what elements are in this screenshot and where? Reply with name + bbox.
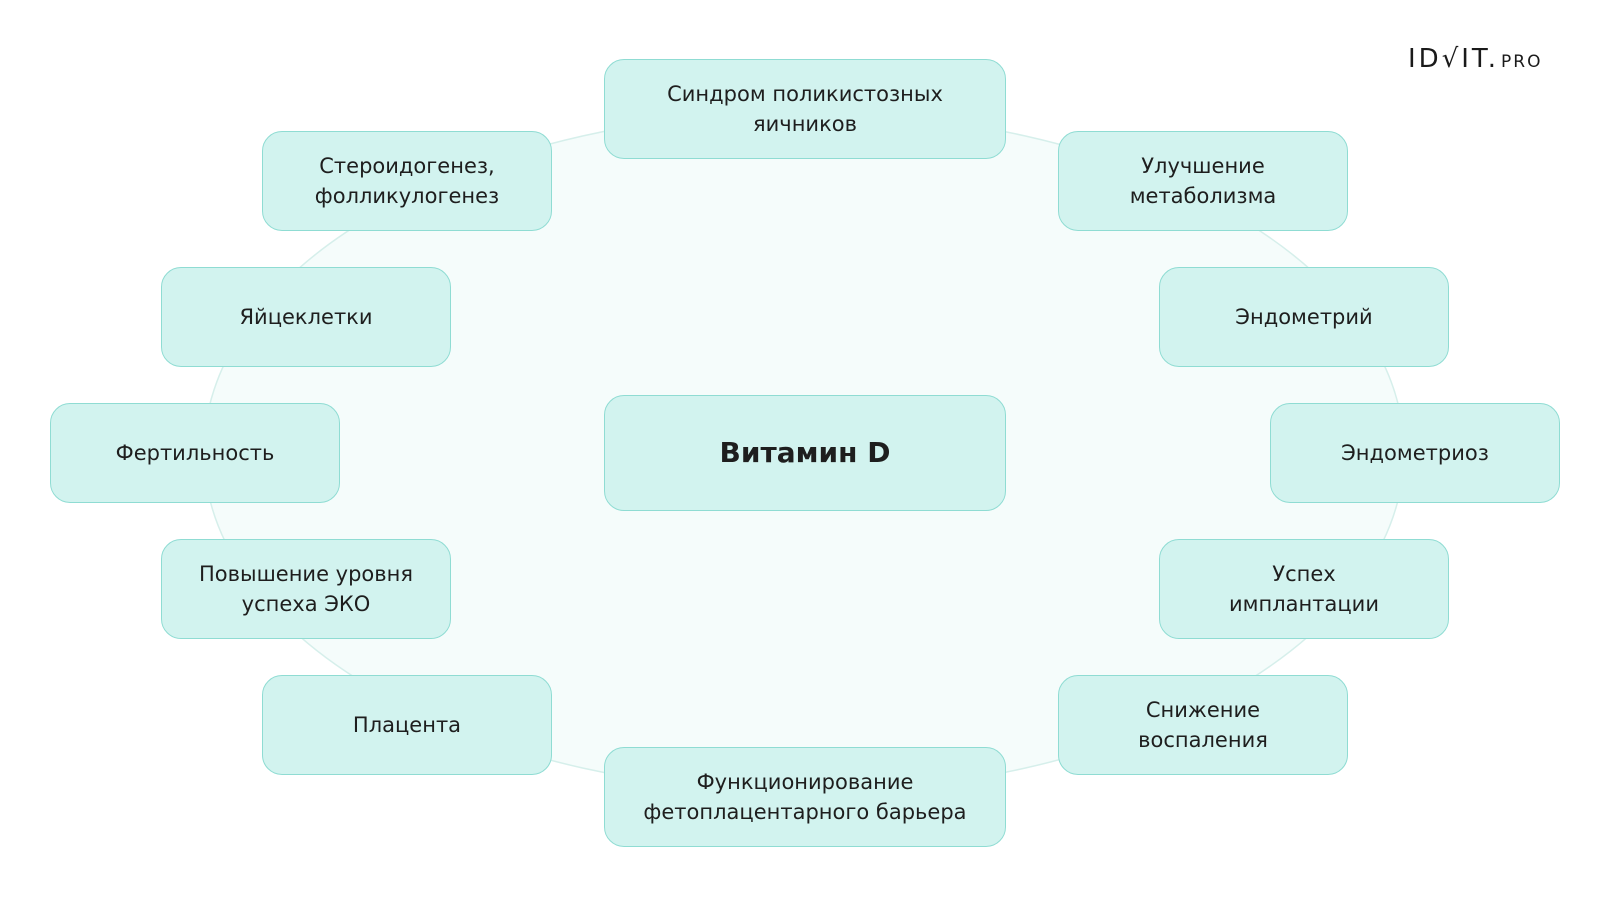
node-label: Функционирование фетоплацентарного барье… <box>643 770 967 824</box>
idvit-logo: ID√IT.PRO <box>1408 44 1542 74</box>
node-label: Улучшение метаболизма <box>1129 154 1277 208</box>
node-label: Фертильность <box>115 441 275 465</box>
node-label: Синдром поликистозных яичников <box>667 82 943 136</box>
node-label: Эндометрий <box>1235 305 1373 329</box>
node-fetoplacental-barrier: Функционирование фетоплацентарного барье… <box>604 747 1006 847</box>
node-steroidogenesis: Стероидогенез, фолликулогенез <box>262 131 552 231</box>
center-node-vitamin-d: Витамин D <box>604 395 1006 511</box>
node-placenta: Плацента <box>262 675 552 775</box>
center-node-label: Витамин D <box>719 436 891 469</box>
node-endometrium: Эндометрий <box>1159 267 1449 367</box>
node-label: Стероидогенез, фолликулогенез <box>314 154 500 208</box>
node-oocytes: Яйцеклетки <box>161 267 451 367</box>
node-implantation: Успех имплантации <box>1159 539 1449 639</box>
node-inflammation: Снижение воспаления <box>1058 675 1348 775</box>
node-fertility: Фертильность <box>50 403 340 503</box>
node-label: Плацента <box>352 713 462 737</box>
logo-suffix-text: PRO <box>1501 52 1543 72</box>
node-label: Яйцеклетки <box>239 305 373 329</box>
logo-main-text: ID√IT. <box>1408 44 1499 74</box>
node-label: Эндометриоз <box>1341 441 1489 465</box>
node-label: Повышение уровня успеха ЭКО <box>198 562 414 616</box>
node-ivf-success: Повышение уровня успеха ЭКО <box>161 539 451 639</box>
node-pcos: Синдром поликистозных яичников <box>604 59 1006 159</box>
node-label: Снижение воспаления <box>1138 698 1268 752</box>
node-endometriosis: Эндометриоз <box>1270 403 1560 503</box>
node-metabolism: Улучшение метаболизма <box>1058 131 1348 231</box>
node-label: Успех имплантации <box>1229 562 1379 616</box>
